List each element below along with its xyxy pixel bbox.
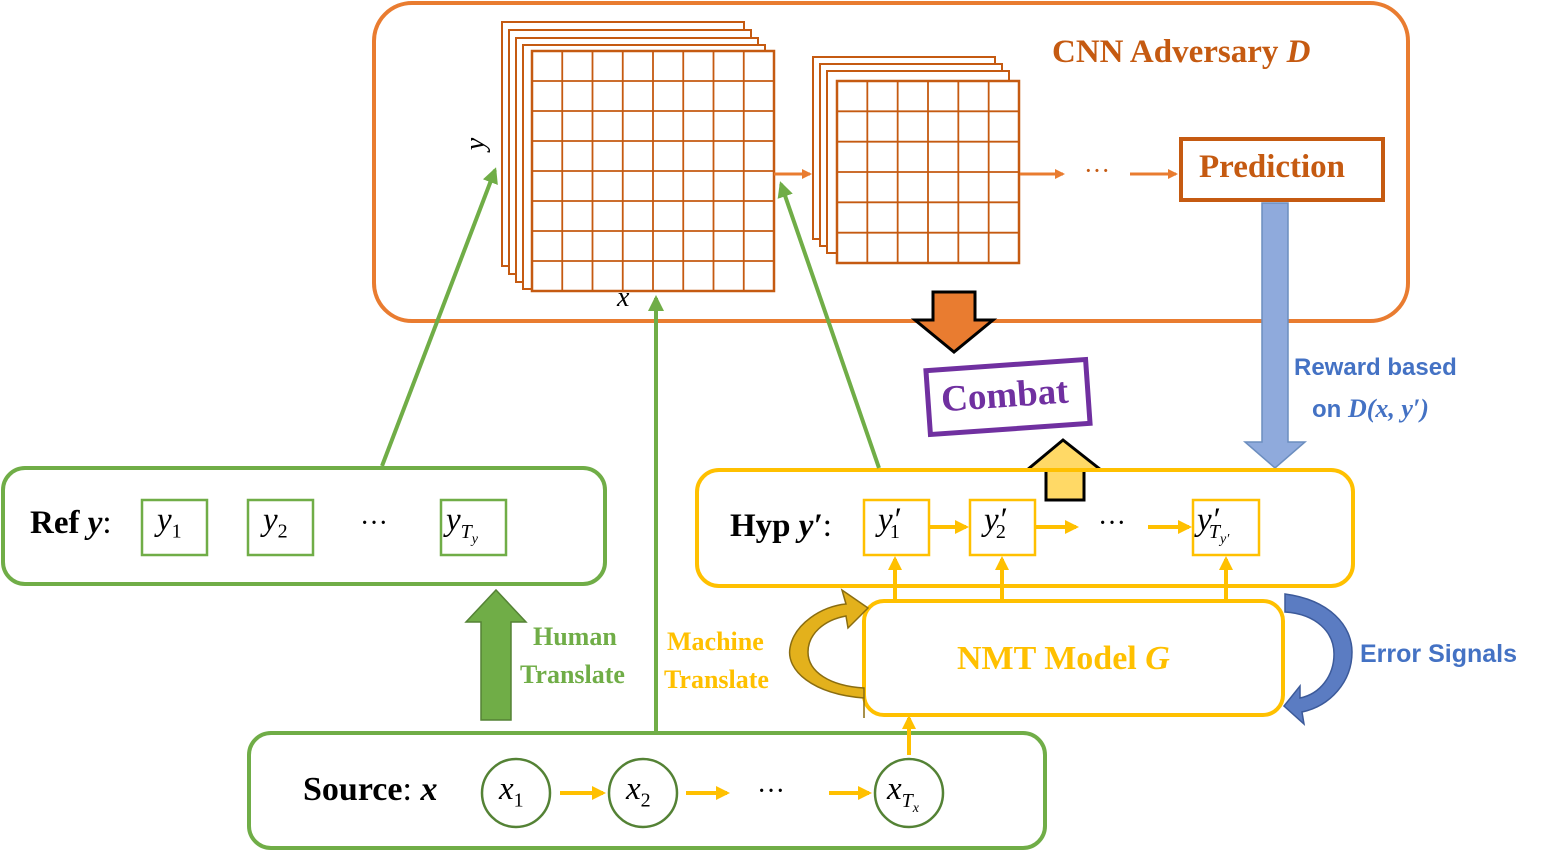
source-token-3-base: x [887, 771, 902, 807]
error-signals-curved-arrow [1282, 593, 1353, 726]
source-token-3-sub: T [901, 789, 913, 812]
source-ellipsis: ··· [757, 776, 785, 807]
cnn-title-prefix: CNN Adversary [1052, 34, 1287, 70]
source-token-2: x2 [626, 771, 651, 813]
hyp-box [695, 468, 1355, 588]
ref-label-var: y [87, 505, 103, 541]
ref-token-box-1 [140, 498, 209, 557]
hyp-token-2-base: y′ [984, 502, 1006, 538]
cnn-title: CNN Adversary D [1052, 34, 1311, 71]
hyp-label: Hyp y′: [730, 508, 832, 545]
ref-token-3-subsub: y [471, 531, 478, 547]
source-token-circle-3 [873, 757, 945, 829]
cnn-adversary-box [372, 1, 1410, 323]
source-token-3-subsub: x [912, 800, 919, 816]
axis-x-label: x [617, 282, 630, 313]
prediction-label: Prediction [1199, 149, 1346, 185]
ref-token-3-base: y [446, 502, 461, 538]
ref-token-3-sub: T [460, 520, 472, 543]
nmt-label-var: G [1145, 640, 1170, 677]
combat-box [923, 356, 1093, 438]
hyp-token-1-base: y′ [878, 502, 900, 538]
ref-token-1: y1 [157, 502, 182, 544]
ref-label-colon: : [102, 505, 112, 541]
source-token-1-sub: 1 [513, 789, 524, 812]
ref-token-2-base: y [263, 502, 278, 538]
hyp-token-1: y′1 [878, 502, 900, 544]
source-token-1: x1 [499, 771, 524, 813]
machine-translate-line-1: Machine [667, 627, 764, 656]
feature-map-stack-large [501, 21, 776, 293]
ref-token-3: yTy [446, 502, 478, 548]
source-label-var: x [420, 771, 438, 808]
feature-map-stack-small [812, 56, 1021, 265]
hyp-token-2-sub: 2 [995, 520, 1006, 543]
hyp-label-prefix: Hyp [730, 508, 799, 544]
source-token-1-base: x [499, 771, 514, 807]
ref-label: Ref y: [30, 505, 112, 542]
hyp-to-cnn-arrow [777, 181, 881, 469]
human-translate-line-1: Human [533, 622, 617, 651]
ref-token-2-sub: 2 [277, 520, 288, 543]
source-token-3: xTx [887, 771, 919, 817]
hyp-token-box-3 [1191, 498, 1261, 557]
hyp-token-3-subsub: y′ [1220, 531, 1230, 547]
source-box [247, 731, 1047, 850]
human-translate-line-2: Translate [520, 660, 625, 689]
hyp-token-3-base: y′ [1197, 502, 1219, 538]
cnn-ellipsis: ··· [1084, 156, 1110, 185]
source-token-2-base: x [626, 771, 641, 807]
hyp-token-2: y′2 [984, 502, 1006, 544]
machine-curved-arrow [788, 588, 870, 718]
reward-line-2: on D(x, y′) [1312, 394, 1429, 424]
reward-line-1: Reward based [1294, 354, 1457, 381]
ref-to-cnn-arrow [380, 167, 498, 467]
hyp-token-1-sub: 1 [889, 520, 900, 543]
source-token-circle-2 [607, 757, 679, 829]
cnn-title-var: D [1286, 34, 1311, 70]
ref-token-box-2 [246, 498, 315, 557]
ref-token-2: y2 [263, 502, 288, 544]
nmt-label: NMT Model G [957, 640, 1170, 678]
nmt-model-box [862, 599, 1285, 717]
ref-ellipsis: ··· [360, 508, 388, 539]
ref-label-prefix: Ref [30, 505, 88, 541]
prediction-box [1179, 137, 1385, 202]
source-label: Source: x [303, 771, 437, 809]
reward-arrow [1242, 202, 1308, 469]
orange-down-arrow [910, 290, 998, 354]
source-token-circle-1 [480, 757, 552, 829]
hyp-token-3: y′Ty′ [1197, 502, 1229, 548]
human-translate-arrow [464, 588, 528, 721]
reward-line-2-prefix: on [1312, 396, 1348, 423]
hyp-label-var: y′ [798, 508, 823, 544]
axis-y-label: y [460, 137, 492, 151]
ref-box [1, 466, 607, 586]
nmt-label-prefix: NMT Model [957, 640, 1146, 677]
ref-token-1-base: y [157, 502, 172, 538]
hyp-token-3-sub: T [1208, 520, 1220, 543]
reward-expr: D(x, y′) [1348, 394, 1429, 423]
machine-translate-line-2: Translate [664, 665, 769, 694]
hyp-label-colon: : [822, 508, 832, 544]
hyp-ellipsis: ··· [1098, 508, 1126, 539]
source-token-2-sub: 2 [640, 789, 651, 812]
error-signals-label: Error Signals [1360, 640, 1517, 668]
ref-token-box-3 [439, 498, 508, 557]
source-label-prefix: Source [303, 771, 403, 808]
ref-token-1-sub: 1 [171, 520, 182, 543]
source-label-colon: : [402, 771, 421, 808]
combat-label: Combat [939, 370, 1070, 421]
